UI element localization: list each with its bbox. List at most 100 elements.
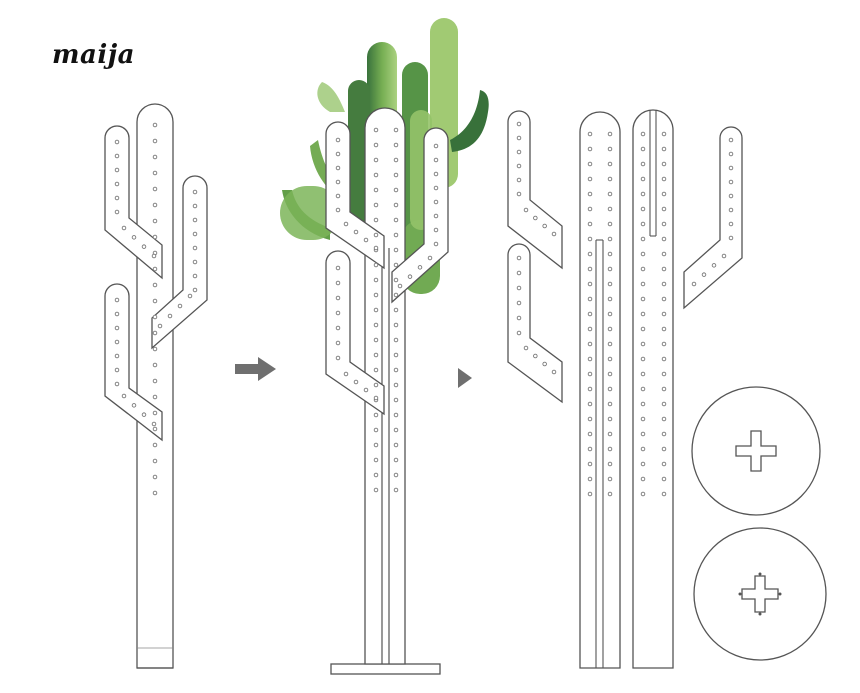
peg-hole: [152, 298, 158, 304]
peg-hole: [152, 314, 158, 320]
peg-hole: [131, 235, 137, 240]
peg-hole: [587, 311, 593, 317]
peg-hole: [661, 281, 667, 287]
peg-hole: [661, 296, 667, 302]
peg-hole: [661, 311, 667, 317]
peg-hole: [114, 381, 120, 387]
peg-hole: [661, 191, 667, 197]
peg-hole: [542, 361, 547, 367]
peg-hole: [393, 277, 399, 283]
peg-hole: [587, 191, 593, 197]
peg-hole: [187, 293, 193, 299]
peg-hole: [607, 296, 613, 302]
peg-hole: [728, 221, 734, 227]
peg-hole: [587, 281, 593, 287]
peg-hole: [152, 410, 158, 416]
peg-hole: [516, 270, 522, 276]
peg-hole: [640, 221, 646, 227]
peg-hole: [523, 345, 529, 351]
peg-hole: [661, 341, 667, 347]
peg-hole: [152, 282, 158, 288]
peg-hole: [393, 457, 399, 463]
peg-hole: [721, 253, 727, 259]
peg-hole: [640, 476, 646, 482]
peg-hole: [640, 341, 646, 347]
peg-hole: [192, 231, 198, 237]
peg-hole: [397, 283, 403, 289]
peg-hole: [152, 330, 158, 336]
peg-hole: [728, 151, 734, 157]
peg-hole: [373, 412, 379, 418]
peg-hole: [192, 259, 198, 265]
peg-hole: [152, 458, 158, 464]
peg-hole: [373, 442, 379, 448]
peg-hole: [393, 412, 399, 418]
peg-hole: [433, 241, 439, 247]
peg-hole: [151, 253, 157, 259]
peg-hole: [393, 442, 399, 448]
peg-hole: [640, 416, 646, 422]
peg-hole: [152, 362, 158, 368]
peg-hole: [177, 303, 183, 309]
peg-hole: [640, 326, 646, 332]
peg-hole: [335, 355, 341, 361]
peg-hole: [640, 311, 646, 317]
peg-hole: [640, 251, 646, 257]
peg-hole: [114, 367, 120, 373]
peg-hole: [587, 386, 593, 392]
peg-hole: [407, 274, 413, 279]
peg-hole: [711, 263, 717, 268]
peg-hole: [728, 193, 734, 199]
peg-hole: [551, 369, 557, 375]
peg-hole: [114, 297, 120, 303]
peg-hole: [393, 307, 399, 313]
peg-hole: [728, 207, 734, 213]
peg-hole: [152, 378, 158, 384]
peg-hole: [551, 231, 557, 237]
peg-hole: [152, 218, 158, 224]
peg-hole: [587, 461, 593, 467]
peg-hole: [640, 491, 646, 497]
peg-hole: [335, 179, 341, 185]
peg-hole: [587, 476, 593, 482]
peg-hole: [373, 202, 379, 208]
peg-hole: [640, 176, 646, 182]
peg-hole: [335, 137, 341, 143]
peg-hole: [373, 157, 379, 163]
peg-hole: [335, 265, 341, 271]
peg-hole: [114, 353, 120, 359]
peg-hole: [192, 245, 198, 251]
peg-hole: [661, 416, 667, 422]
peg-hole: [701, 272, 707, 277]
peg-hole: [373, 187, 379, 193]
peg-hole: [640, 446, 646, 452]
peg-hole: [335, 151, 341, 157]
peg-hole: [607, 491, 613, 497]
peg-hole: [192, 217, 198, 223]
peg-hole: [335, 280, 341, 286]
peg-hole: [373, 262, 379, 268]
peg-hole: [152, 266, 158, 272]
part-right-arm: [683, 126, 743, 310]
part-left-arm-upper: [507, 110, 563, 270]
peg-hole: [152, 426, 158, 432]
peg-hole: [393, 232, 399, 238]
peg-hole: [393, 487, 399, 493]
peg-hole: [152, 394, 158, 400]
peg-hole: [661, 461, 667, 467]
left-arm-upper: [104, 125, 163, 280]
peg-hole: [607, 146, 613, 152]
peg-hole: [607, 431, 613, 437]
peg-hole: [151, 421, 157, 427]
peg-hole: [607, 416, 613, 422]
peg-hole: [433, 171, 439, 177]
peg-hole: [393, 187, 399, 193]
peg-hole: [363, 387, 369, 393]
peg-hole: [728, 165, 734, 171]
peg-hole: [114, 181, 120, 187]
peg-hole: [192, 287, 198, 293]
peg-hole: [607, 191, 613, 197]
peg-hole: [661, 401, 667, 407]
peg-hole: [607, 401, 613, 407]
peg-hole: [587, 251, 593, 257]
